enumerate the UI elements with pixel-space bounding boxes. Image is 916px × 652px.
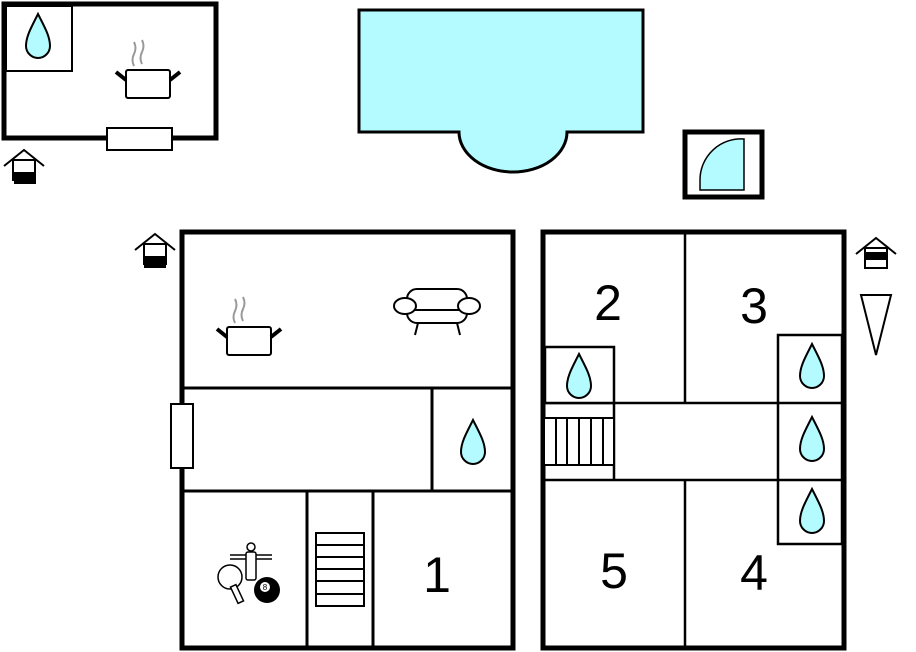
ground-floor: 8 1: [134, 229, 516, 651]
upper-floor: 2 3 4 5: [540, 229, 847, 651]
outbuilding: [1, 1, 219, 151]
bedroom-1-label: 1: [423, 547, 451, 603]
games-icon: 8: [217, 542, 280, 605]
window: [106, 127, 173, 151]
window: [170, 403, 194, 469]
stairs-icon: [543, 417, 615, 466]
bedroom-3-label: 3: [740, 278, 768, 334]
svg-text:8: 8: [263, 583, 268, 592]
north-arrow-icon: [859, 294, 893, 356]
sofa-icon: [393, 288, 481, 336]
bedroom-4-label: 4: [740, 545, 768, 601]
shower-unit: [682, 129, 765, 200]
entrance-icon: [3, 149, 45, 184]
stairs-icon: [315, 532, 365, 607]
entrance-icon: [855, 237, 897, 269]
pool: [357, 8, 645, 174]
bedroom-5-label: 5: [600, 543, 628, 599]
bedroom-2-label: 2: [594, 275, 622, 331]
